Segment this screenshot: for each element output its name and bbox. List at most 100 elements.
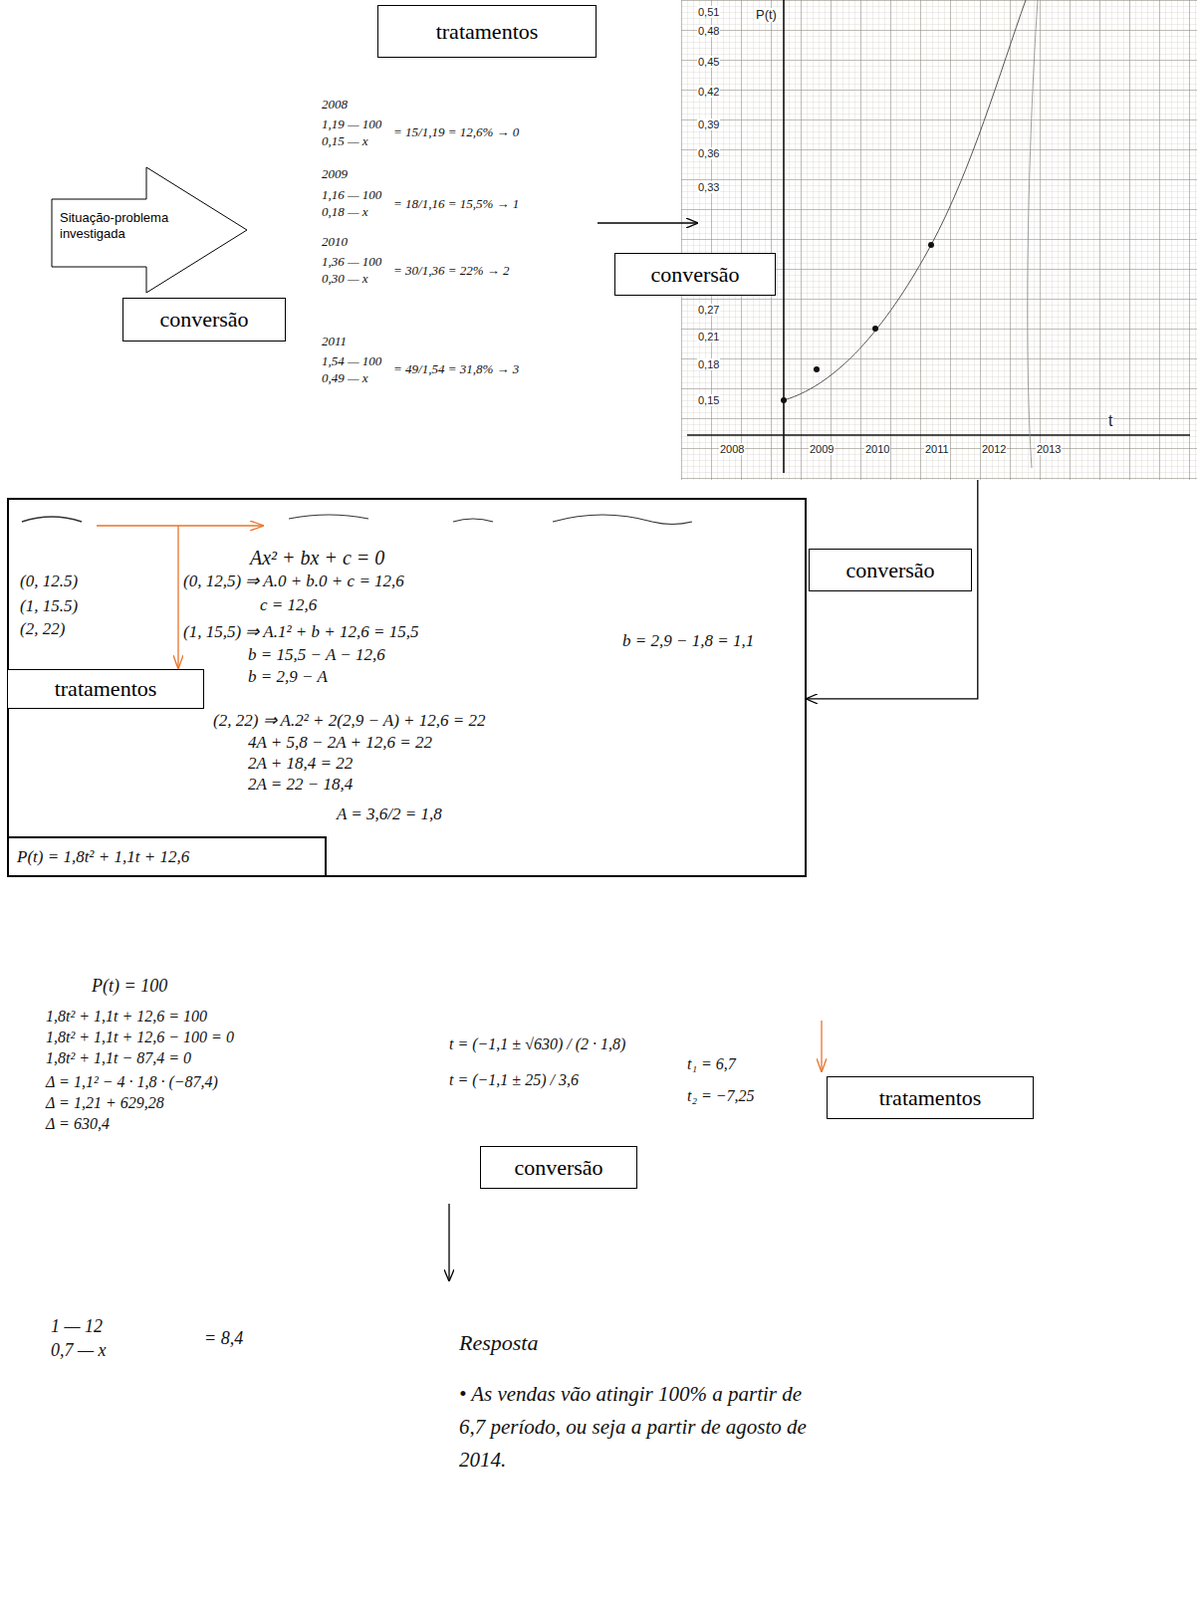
arrow-label: Situação-problema investigada [59, 210, 188, 241]
handwritten-step: (0, 12.5) [19, 571, 78, 592]
box-label: conversão [845, 557, 935, 584]
handwritten-step: (2, 22) ⇒ A.2² + 2(2,9 − A) + 12,6 = 22 [213, 711, 486, 731]
handwritten-note: 1,8t² + 1,1t + 12,6 − 100 = 0 [45, 1028, 235, 1047]
handwritten-note: t₂ = −7,25 [687, 1087, 755, 1106]
handwritten-step: 2A + 18,4 = 22 [247, 753, 353, 774]
squiggle [288, 514, 369, 519]
handwritten-note: 0,30 — x [321, 271, 369, 287]
arrow-shape: Situação-problema investigada [50, 166, 248, 294]
handwritten-note: 0,18 — x [321, 205, 369, 221]
orange-arrow [820, 1020, 822, 1072]
box-label: tratamentos [54, 676, 158, 703]
handwritten-step: 4A + 5,8 − 2A + 12,6 = 22 [247, 732, 433, 753]
handwritten-note: t₁ = 6,7 [687, 1055, 736, 1074]
handwritten-note: t = (−1,1 ± 25) / 3,6 [449, 1071, 579, 1090]
box-label: tratamentos [879, 1085, 982, 1112]
handwritten-step: A = 3,6/2 = 1,8 [336, 804, 443, 825]
result-box: P(t) = 1,8t² + 1,1t + 12,6 [6, 836, 327, 878]
tick-label: 2013 [1035, 443, 1062, 456]
tick-label: 0,27 [697, 303, 720, 316]
handwritten-note: 2011 [321, 334, 347, 350]
tick-label: 0,45 [697, 55, 720, 68]
connector-arrow [806, 479, 978, 700]
handwritten-note: = 8,4 [204, 1328, 243, 1350]
box-label: conversão [650, 261, 739, 288]
data-point [928, 241, 935, 248]
data-point [813, 366, 820, 373]
box-label: conversão [159, 306, 248, 333]
handwritten-note: 2009 [321, 167, 348, 183]
tick-label: 0,15 [697, 394, 720, 407]
data-point [780, 397, 787, 404]
handwritten-note: 1,19 — 100 [321, 117, 382, 133]
handwritten-step: (0, 12,5) ⇒ A.0 + b.0 + c = 12,6 [183, 571, 405, 592]
orange-arrow [177, 525, 179, 669]
handwritten-note: 0,7 — x [50, 1340, 107, 1362]
arrow [597, 222, 698, 224]
tick-label: 0,51 [697, 5, 720, 18]
process-box: tratamentos [826, 1076, 1034, 1120]
handwritten-note: Δ = 1,1² − 4 · 1,8 · (−87,4) [45, 1073, 219, 1092]
handwritten-note: = 49/1,54 = 31,8% → 3 [393, 362, 519, 378]
squiggle [453, 518, 493, 522]
handwritten-step: b = 2,9 − A [247, 667, 328, 688]
handwritten-step: Ax² + bx + c = 0 [249, 546, 385, 570]
tick-label: 0,39 [697, 118, 720, 131]
tick-label: 0,48 [697, 24, 720, 37]
handwritten-step: (1, 15,5) ⇒ A.1² + b + 12,6 = 15,5 [183, 622, 419, 643]
tick-label: 2008 [718, 443, 745, 456]
handwritten-note: = 30/1,36 = 22% → 2 [393, 263, 510, 279]
work-box: Ax² + bx + c = 0 (0, 12.5) (1, 15.5) (2, 22… [6, 497, 807, 878]
handwritten-step: b = 2,9 − 1,8 = 1,1 [622, 631, 754, 652]
handwritten-step: 2A = 22 − 18,4 [247, 774, 353, 795]
handwritten-note: 1,16 — 100 [321, 188, 382, 204]
handwritten-note: 2010 [321, 235, 348, 250]
answer-text: • As vendas vão atingir 100% a partir de… [459, 1378, 808, 1477]
process-box: conversão [122, 297, 286, 342]
handwritten-note: Δ = 630,4 [45, 1115, 110, 1134]
handwritten-note: 1,8t² + 1,1t + 12,6 = 100 [45, 1007, 208, 1026]
formula-text: P(t) = 1,8t² + 1,1t + 12,6 [16, 847, 190, 868]
handwritten-note: 1,36 — 100 [321, 254, 382, 270]
handwritten-note: 2008 [321, 97, 348, 113]
curve [783, 0, 1026, 401]
tick-label: 0,21 [697, 330, 720, 343]
handwritten-step: c = 12,6 [259, 595, 317, 616]
tick-label: 2010 [864, 443, 891, 456]
handwritten-step: (1, 15.5) [19, 596, 78, 617]
axis-title: P(t) [754, 7, 778, 22]
axis-title: t [1107, 412, 1114, 431]
process-box: tratamentos [377, 4, 597, 58]
handwritten-note: t = (−1,1 ± √630) / (2 · 1,8) [449, 1035, 626, 1054]
arrow-outline [51, 167, 247, 293]
handwritten-note: 0,49 — x [321, 371, 369, 387]
handwritten-note: 1 — 12 [50, 1316, 103, 1338]
handwritten-note: P(t) = 100 [91, 975, 168, 997]
data-point [872, 325, 879, 332]
tick-label: 0,33 [697, 181, 720, 194]
box-label: tratamentos [436, 18, 539, 45]
tick-label: 2012 [980, 443, 1007, 456]
process-box: conversão [614, 252, 776, 296]
graph-grid [681, 0, 1197, 480]
handwritten-note: 1,54 — 100 [321, 354, 382, 370]
arrow [448, 1203, 450, 1281]
handwritten-step: b = 15,5 − A − 12,6 [247, 645, 386, 666]
tick-label: 2009 [808, 443, 835, 456]
graph-panel: P(t) t 0,51 0,48 0,45 0,42 0,39 0,36 0,33 0,27 0,2… [681, 0, 1197, 480]
tick-label: 2011 [924, 443, 951, 456]
handwritten-note: 0,15 — x [321, 134, 369, 150]
tick-label: 0,36 [697, 147, 720, 160]
tick-label: 0,18 [697, 358, 720, 371]
answer-heading: Resposta [459, 1330, 538, 1356]
handwritten-note: Δ = 1,21 + 629,28 [45, 1094, 165, 1113]
tick-label: 0,42 [697, 85, 720, 98]
handwritten-note: 1,8t² + 1,1t − 87,4 = 0 [45, 1049, 192, 1068]
curve [1027, 0, 1038, 469]
process-box: tratamentos [6, 669, 205, 710]
squiggle [21, 516, 82, 522]
orange-arrow [96, 524, 263, 526]
handwritten-note: = 18/1,16 = 15,5% → 1 [393, 197, 519, 213]
process-box: conversão [808, 548, 972, 592]
handwritten-note: = 15/1,19 = 12,6% → 0 [393, 125, 519, 141]
